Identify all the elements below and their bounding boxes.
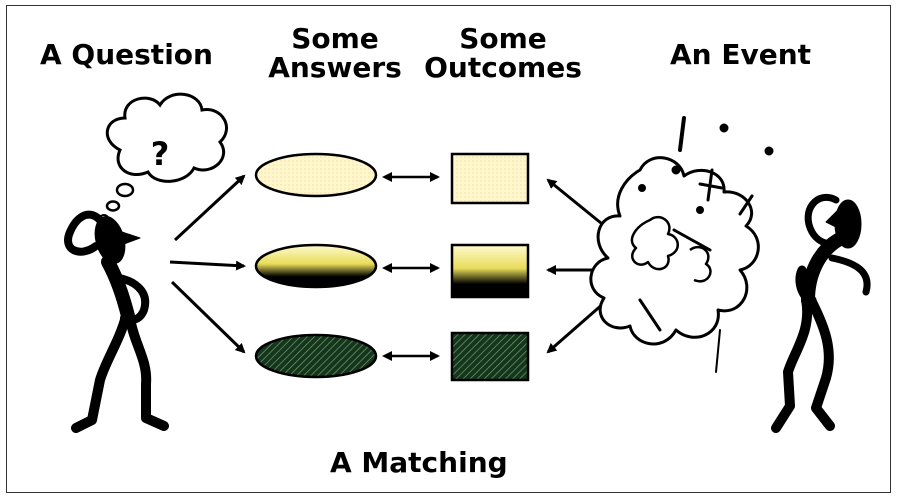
- label-matching: A Matching: [330, 446, 508, 479]
- label-answers: Some Answers: [265, 24, 405, 83]
- label-outcomes-line2: Outcomes: [424, 51, 582, 85]
- label-answers-line2: Answers: [268, 51, 402, 85]
- question-arrows: [169, 174, 246, 354]
- question-mark: ?: [151, 135, 170, 173]
- outcome-box-1: [450, 152, 530, 205]
- label-event: An Event: [670, 38, 812, 71]
- answer-ellipse-1: [254, 152, 378, 198]
- answer-ellipse-3: [254, 333, 378, 379]
- label-outcomes: Some Outcomes: [418, 24, 588, 83]
- observer-figure: [771, 193, 871, 433]
- answer-ellipse-2: [254, 243, 378, 289]
- explosion-cloud: [589, 156, 760, 346]
- matching-arrows: [382, 172, 440, 361]
- explosion-debris: [638, 116, 774, 373]
- thinker-figure: [64, 210, 169, 433]
- thought-bubble: ?: [99, 92, 228, 222]
- label-question: A Question: [40, 38, 213, 71]
- outcome-box-2: [450, 243, 530, 299]
- label-answers-line1: Some: [291, 22, 379, 55]
- outcome-box-3: [450, 331, 530, 382]
- label-outcomes-line1: Some: [459, 22, 547, 55]
